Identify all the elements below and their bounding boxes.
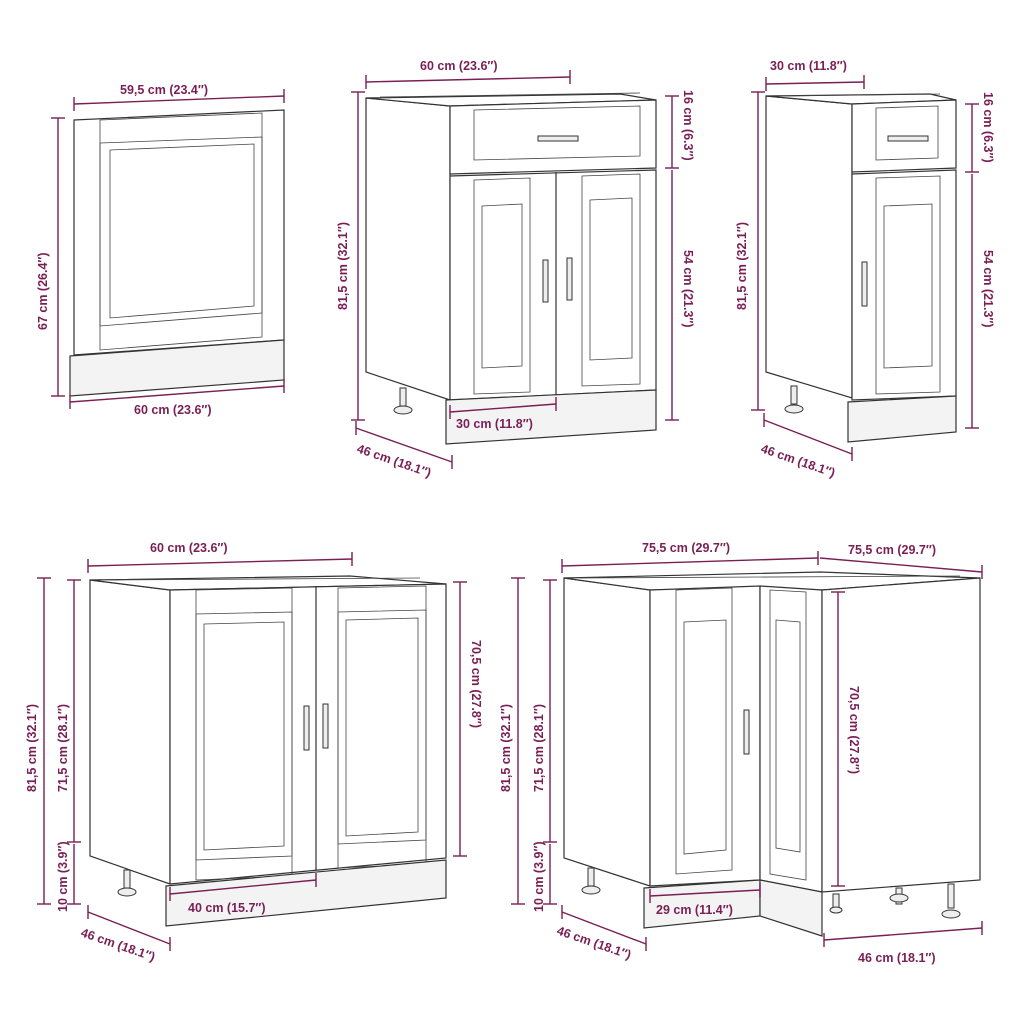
corner-cabinet-drawing <box>563 571 981 937</box>
corner-cabinet-door-height-label: 70,5 cm (27.8″) <box>847 686 861 774</box>
sink-cabinet-drawing <box>89 575 447 927</box>
corner-cabinet-door-width-label: 29 cm (11.4″) <box>656 903 733 917</box>
sink-cabinet-width-label: 60 cm (23.6″) <box>150 541 228 555</box>
drawer-cabinet-60-drawer-height-label: 16 cm (6.3″) <box>681 90 695 161</box>
drawer-cabinet-30-width-label: 30 cm (11.8″) <box>770 59 847 73</box>
panel-door-dimensions: 59,5 cm (23.4″) 67 cm (26.4″) 60 cm (23.… <box>36 83 285 417</box>
corner-cabinet-side-width-label: 75,5 cm (29.7″) <box>848 543 936 557</box>
sink-cabinet-depth-label: 46 cm (18.1″) <box>79 926 157 964</box>
drawer-cabinet-30-depth-label: 46 cm (18.1″) <box>759 442 837 480</box>
corner-cabinet-plinth-height-label: 10 cm (3.9″) <box>532 841 546 912</box>
sink-cabinet-plinth-height-label: 10 cm (3.9″) <box>56 841 70 912</box>
drawer-cabinet-30-door-height-label: 54 cm (21.3″) <box>981 250 995 328</box>
drawer-cabinet-60-height-label: 81,5 cm (32.1″) <box>336 222 350 310</box>
sink-cabinet-height-label: 81,5 cm (32.1″) <box>25 704 39 792</box>
drawer-cabinet-60-door-height-label: 54 cm (21.3″) <box>681 250 695 328</box>
drawer-cabinet-30-drawing <box>765 93 957 443</box>
corner-cabinet-body-height-label: 71,5 cm (28.1″) <box>532 704 546 792</box>
drawer-cabinet-30-height-label: 81,5 cm (32.1″) <box>735 222 749 310</box>
drawer-cabinet-60-drawing <box>365 92 657 445</box>
panel-door-top-width-label: 59,5 cm (23.4″) <box>120 83 208 97</box>
corner-cabinet-right-depth-label: 46 cm (18.1″) <box>858 951 936 965</box>
drawer-cabinet-60-depth-label: 46 cm (18.1″) <box>355 442 433 480</box>
drawer-cabinet-60-door-width-label: 30 cm (11.8″) <box>456 417 533 431</box>
panel-door-bottom-width-label: 60 cm (23.6″) <box>134 403 212 417</box>
drawer-cabinet-30-drawer-height-label: 16 cm (6.3″) <box>981 92 995 163</box>
panel-door-drawing <box>69 109 285 397</box>
sink-cabinet-door-width-label: 40 cm (15.7″) <box>188 901 266 915</box>
corner-cabinet-front-width-label: 75,5 cm (29.7″) <box>642 541 730 555</box>
corner-cabinet-height-label: 81,5 cm (32.1″) <box>499 704 513 792</box>
sink-cabinet-door-height-label: 70,5 cm (27.8″) <box>469 640 483 728</box>
panel-door-height-label: 67 cm (26.4″) <box>36 252 50 330</box>
corner-cabinet-left-depth-label: 46 cm (18.1″) <box>555 924 633 962</box>
drawer-cabinet-60-width-label: 60 cm (23.6″) <box>420 59 498 73</box>
sink-cabinet-body-height-label: 71,5 cm (28.1″) <box>56 704 70 792</box>
